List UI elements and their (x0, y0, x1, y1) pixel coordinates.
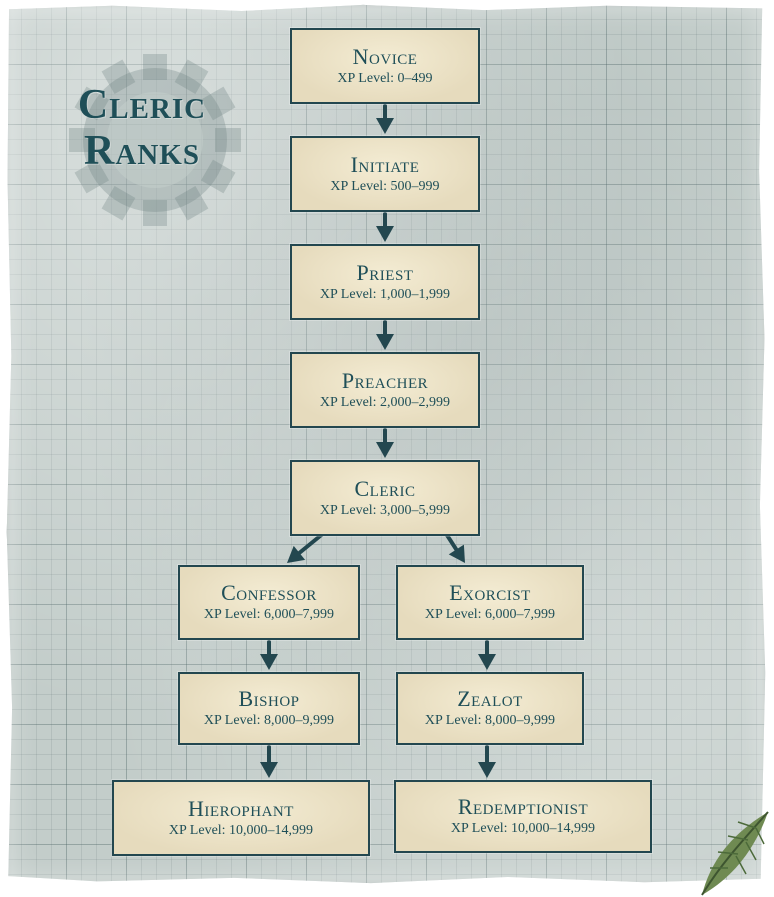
arrowhead-cleric-to-confessor (287, 545, 306, 563)
arrowhead-priest-to-preacher (376, 334, 394, 350)
rank-name: Confessor (221, 580, 317, 605)
rank-box-hierophant: Hierophant XP Level: 10,000–14,999 (112, 780, 370, 856)
rank-name: Priest (356, 259, 414, 285)
title-line-2: Ranks (84, 128, 200, 174)
cog-emblem-icon (69, 54, 241, 226)
rank-xp-level: XP Level: 1,000–1,999 (319, 286, 451, 302)
rank-xp-level: XP Level: 0–499 (337, 70, 433, 86)
title-line-1: Cleric (77, 82, 207, 128)
rank-xp-level: XP Level: 2,000–2,999 (319, 394, 451, 410)
rank-name: Bishop (238, 686, 300, 711)
arrowhead-exorcist-to-zealot (478, 654, 496, 670)
rank-name: Initiate (350, 151, 420, 177)
rank-box-zealot: Zealot XP Level: 8,000–9,999 (396, 672, 584, 745)
arrowhead-confessor-to-bishop (260, 654, 278, 670)
rank-name: Exorcist (449, 580, 531, 605)
rank-name: Novice (352, 43, 418, 69)
rank-name: Redemptionist (457, 794, 589, 819)
rank-name: Zealot (457, 686, 523, 711)
rank-box-initiate: Initiate XP Level: 500–999 (290, 136, 480, 212)
arrowhead-bishop-to-hierophant (260, 762, 278, 778)
rank-box-preacher: Preacher XP Level: 2,000–2,999 (290, 352, 480, 428)
arrowhead-zealot-to-redemptionist (478, 762, 496, 778)
rank-name: Cleric (354, 475, 416, 501)
rank-box-cleric: Cleric XP Level: 3,000–5,999 (290, 460, 480, 536)
arrowhead-novice-to-initiate (376, 118, 394, 134)
rank-name: Preacher (341, 367, 429, 393)
rank-box-priest: Priest XP Level: 1,000–1,999 (290, 244, 480, 320)
arrowhead-preacher-to-cleric (376, 442, 394, 458)
rank-box-bishop: Bishop XP Level: 8,000–9,999 (178, 672, 360, 745)
rank-xp-level: XP Level: 10,000–14,999 (168, 822, 314, 838)
rank-xp-level: XP Level: 3,000–5,999 (319, 502, 451, 518)
rank-box-novice: Novice XP Level: 0–499 (290, 28, 480, 104)
page-title: Cleric Ranks (62, 82, 222, 174)
rank-name: Hierophant (188, 795, 294, 821)
rank-xp-level: XP Level: 8,000–9,999 (203, 713, 335, 728)
rank-xp-level: XP Level: 6,000–7,999 (203, 607, 335, 622)
rank-xp-level: XP Level: 6,000–7,999 (424, 607, 556, 622)
rank-xp-level: XP Level: 8,000–9,999 (424, 713, 556, 728)
arrowhead-initiate-to-priest (376, 226, 394, 242)
rank-xp-level: XP Level: 10,000–14,999 (450, 821, 596, 836)
rank-xp-level: XP Level: 500–999 (330, 178, 440, 194)
leaf-decoration-icon (701, 811, 769, 896)
rank-box-exorcist: Exorcist XP Level: 6,000–7,999 (396, 565, 584, 640)
rank-box-redemptionist: Redemptionist XP Level: 10,000–14,999 (394, 780, 652, 853)
rank-box-confessor: Confessor XP Level: 6,000–7,999 (178, 565, 360, 640)
arrowhead-cleric-to-exorcist (448, 544, 465, 563)
